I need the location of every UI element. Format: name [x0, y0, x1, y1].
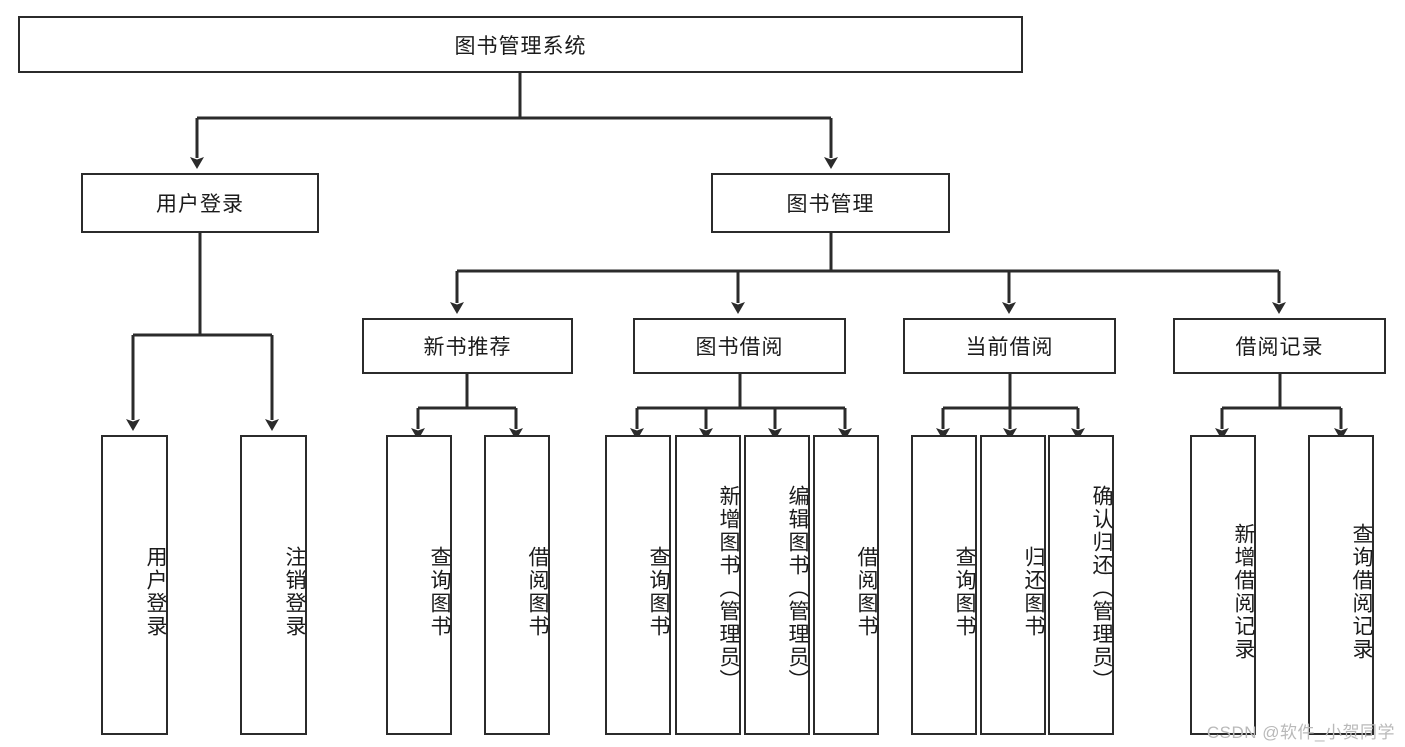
node-leaf-add-book-admin[interactable]: 新增图书（管理员） — [675, 435, 741, 735]
node-leaf-logout[interactable]: 注销登录 — [240, 435, 307, 735]
node-label: 借阅记录 — [1235, 336, 1324, 359]
node-label: 新增图书（管理员） — [717, 484, 740, 692]
node-leaf-query-borrow-record[interactable]: 查询借阅记录 — [1308, 435, 1374, 735]
node-leaf-add-borrow-record[interactable]: 新增借阅记录 — [1190, 435, 1256, 735]
node-label: 新增借阅记录 — [1232, 523, 1255, 661]
node-leaf-query-books-recommend[interactable]: 查询图书 — [386, 435, 452, 735]
node-leaf-borrow-books-borrow[interactable]: 借阅图书 — [813, 435, 879, 735]
node-label: 用户登录 — [156, 193, 244, 216]
node-label: 查询借阅记录 — [1350, 523, 1373, 661]
node-label: 图书借阅 — [695, 336, 784, 359]
node-label: 用户登录 — [144, 546, 167, 638]
node-book-management[interactable]: 图书管理 — [711, 173, 950, 233]
node-leaf-edit-book-admin[interactable]: 编辑图书（管理员） — [744, 435, 810, 735]
node-label: 确认归还（管理员） — [1090, 484, 1113, 692]
node-label: 当前借阅 — [965, 336, 1054, 359]
node-label: 查询图书 — [953, 546, 976, 638]
node-user-login[interactable]: 用户登录 — [81, 173, 319, 233]
node-label: 图书管理系统 — [454, 34, 587, 58]
node-leaf-query-books-borrow[interactable]: 查询图书 — [605, 435, 671, 735]
node-label: 查询图书 — [647, 546, 670, 638]
node-leaf-confirm-return-admin[interactable]: 确认归还（管理员） — [1048, 435, 1114, 735]
node-new-book-recommendation[interactable]: 新书推荐 — [362, 318, 573, 374]
node-label: 查询图书 — [428, 546, 451, 638]
node-borrowing-records[interactable]: 借阅记录 — [1173, 318, 1386, 374]
node-root-book-management-system[interactable]: 图书管理系统 — [18, 16, 1023, 73]
node-label: 借阅图书 — [855, 546, 878, 638]
node-leaf-return-books[interactable]: 归还图书 — [980, 435, 1046, 735]
node-label: 借阅图书 — [526, 546, 549, 638]
node-book-borrowing[interactable]: 图书借阅 — [633, 318, 846, 374]
watermark-text: CSDN @软件_小贺同学 — [1206, 723, 1395, 742]
node-label: 归还图书 — [1022, 546, 1045, 638]
node-label: 编辑图书（管理员） — [786, 484, 809, 692]
node-leaf-user-login[interactable]: 用户登录 — [101, 435, 168, 735]
node-label: 注销登录 — [283, 546, 306, 638]
node-label: 新书推荐 — [423, 336, 512, 359]
node-label: 图书管理 — [786, 193, 875, 216]
node-current-borrowing[interactable]: 当前借阅 — [903, 318, 1116, 374]
node-leaf-query-books-current[interactable]: 查询图书 — [911, 435, 977, 735]
node-leaf-borrow-books-recommend[interactable]: 借阅图书 — [484, 435, 550, 735]
